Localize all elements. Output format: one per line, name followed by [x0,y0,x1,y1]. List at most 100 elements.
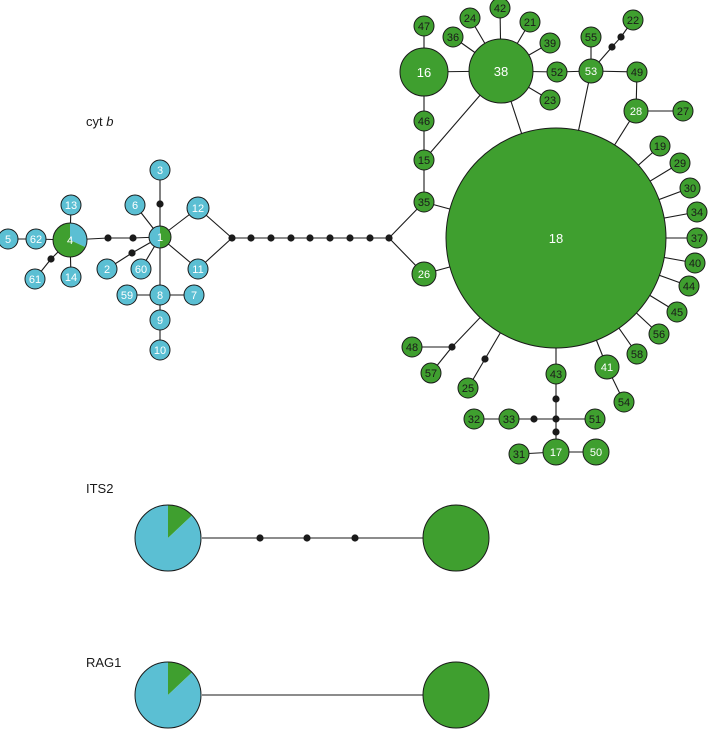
median-vector-dot [267,234,275,242]
haplotype-node-59: 59 [116,284,138,306]
median-vector-dot [129,234,137,242]
haplotype-node-41: 41 [594,354,620,380]
haplotype-node-10: 10 [149,339,171,361]
haplotype-node-50: 50 [582,438,610,466]
haplotype-label: 27 [677,106,689,118]
haplotype-node-58: 58 [626,343,648,365]
its2-median-vector-dot [256,534,264,542]
haplotype-node-25: 25 [457,377,479,399]
haplotype-node-26: 26 [411,261,437,287]
haplotype-node-32: 32 [463,408,485,430]
haplotype-label: 35 [418,197,430,209]
haplotype-label: 57 [425,368,437,380]
rag1-green-haplotype [422,661,490,729]
haplotype-node-2: 2 [96,258,118,280]
median-vector-dot [326,234,334,242]
haplotype-label: 18 [549,231,563,246]
haplotype-label: 53 [585,66,597,78]
haplotype-label: 5 [5,234,11,246]
haplotype-label: 31 [513,449,525,461]
haplotype-node-38: 38 [468,38,534,104]
haplotype-node-19: 19 [649,135,671,157]
haplotype-node-21: 21 [519,11,541,33]
haplotype-node-46: 46 [413,110,435,132]
haplotype-node-35: 35 [413,191,435,213]
cytb-title-italic: b [106,114,114,129]
median-vector-dot [306,234,314,242]
median-vector-dot [552,428,560,436]
haplotype-label: 60 [135,264,147,276]
its2-median-vector-dot [351,534,359,542]
haplotype-node-17: 17 [542,438,570,466]
haplotype-label: 3 [157,165,163,177]
haplotype-node-39: 39 [539,32,561,54]
haplotype-node-18: 18 [445,127,667,349]
haplotype-label: 47 [418,21,430,33]
haplotype-label: 8 [157,290,163,302]
haplotype-node-4: 4 [52,222,88,258]
haplotype-node-23: 23 [539,89,561,111]
median-vector-dot [228,234,236,242]
haplotype-label: 7 [191,290,197,302]
haplotype-label: 26 [418,269,430,281]
haplotype-node-57: 57 [420,362,442,384]
haplotype-label: 40 [689,258,701,270]
haplotype-node-60: 60 [130,258,152,280]
haplotype-label: 22 [627,15,639,27]
haplotype-label: 9 [157,315,163,327]
haplotype-node-51: 51 [584,408,606,430]
haplotype-label: 24 [464,13,476,25]
haplotype-label: 19 [654,141,666,153]
rag1-panel-title: RAG1 [86,655,122,670]
its2-median-vector-dot [303,534,311,542]
haplotype-label: 46 [418,116,430,128]
haplotype-label: 58 [631,349,643,361]
haplotype-node-9: 9 [149,309,171,331]
haplotype-label: 41 [601,362,613,374]
haplotype-node-44: 44 [678,275,700,297]
median-vector-dot [287,234,295,242]
cytb-panel-title: cyt b [86,114,114,129]
median-vector-dot [366,234,374,242]
haplotype-node-52: 52 [546,61,568,83]
haplotype-node-30: 30 [679,177,701,199]
haplotype-label: 34 [691,207,703,219]
haplotype-label: 1 [157,232,163,244]
haplotype-node-37: 37 [686,227,708,249]
haplotype-label: 61 [29,274,41,286]
haplotype-node-55: 55 [580,26,602,48]
haplotype-label: 23 [544,95,556,107]
median-vector-dot [617,33,625,41]
haplotype-node-34: 34 [686,201,708,223]
haplotype-node-36: 36 [442,26,464,48]
haplotype-label: 43 [550,369,562,381]
its2-panel-title: ITS2 [86,481,114,496]
haplotype-node-28: 28 [623,98,649,124]
median-vector-dot [385,234,393,242]
haplotype-node-53: 53 [578,58,604,84]
haplotype-label: 13 [65,200,77,212]
haplotype-node-42: 42 [489,0,511,19]
haplotype-label: 12 [192,203,204,215]
haplotype-label: 49 [631,67,643,79]
haplotype-node-56: 56 [648,323,670,345]
haplotype-node-33: 33 [498,408,520,430]
haplotype-label: 17 [550,447,562,459]
its2-green-haplotype [422,504,490,572]
haplotype-label: 2 [104,264,110,276]
median-vector-dot [47,255,55,263]
haplotype-node-14: 14 [60,266,82,288]
haplotype-label: 52 [551,67,563,79]
median-vector-dot [552,395,560,403]
haplotype-node-1: 1 [148,225,172,249]
haplotype-label: 30 [684,183,696,195]
haplotype-label: 55 [585,32,597,44]
rag1-shared-haplotype [134,661,202,729]
haplotype-label: 15 [418,155,430,167]
haplotype-node-48: 48 [401,336,423,358]
haplotype-node-3: 3 [149,159,171,181]
haplotype-node-22: 22 [622,9,644,31]
haplotype-label: 21 [524,17,536,29]
median-vector-dot [104,234,112,242]
median-vector-dot [128,249,136,257]
